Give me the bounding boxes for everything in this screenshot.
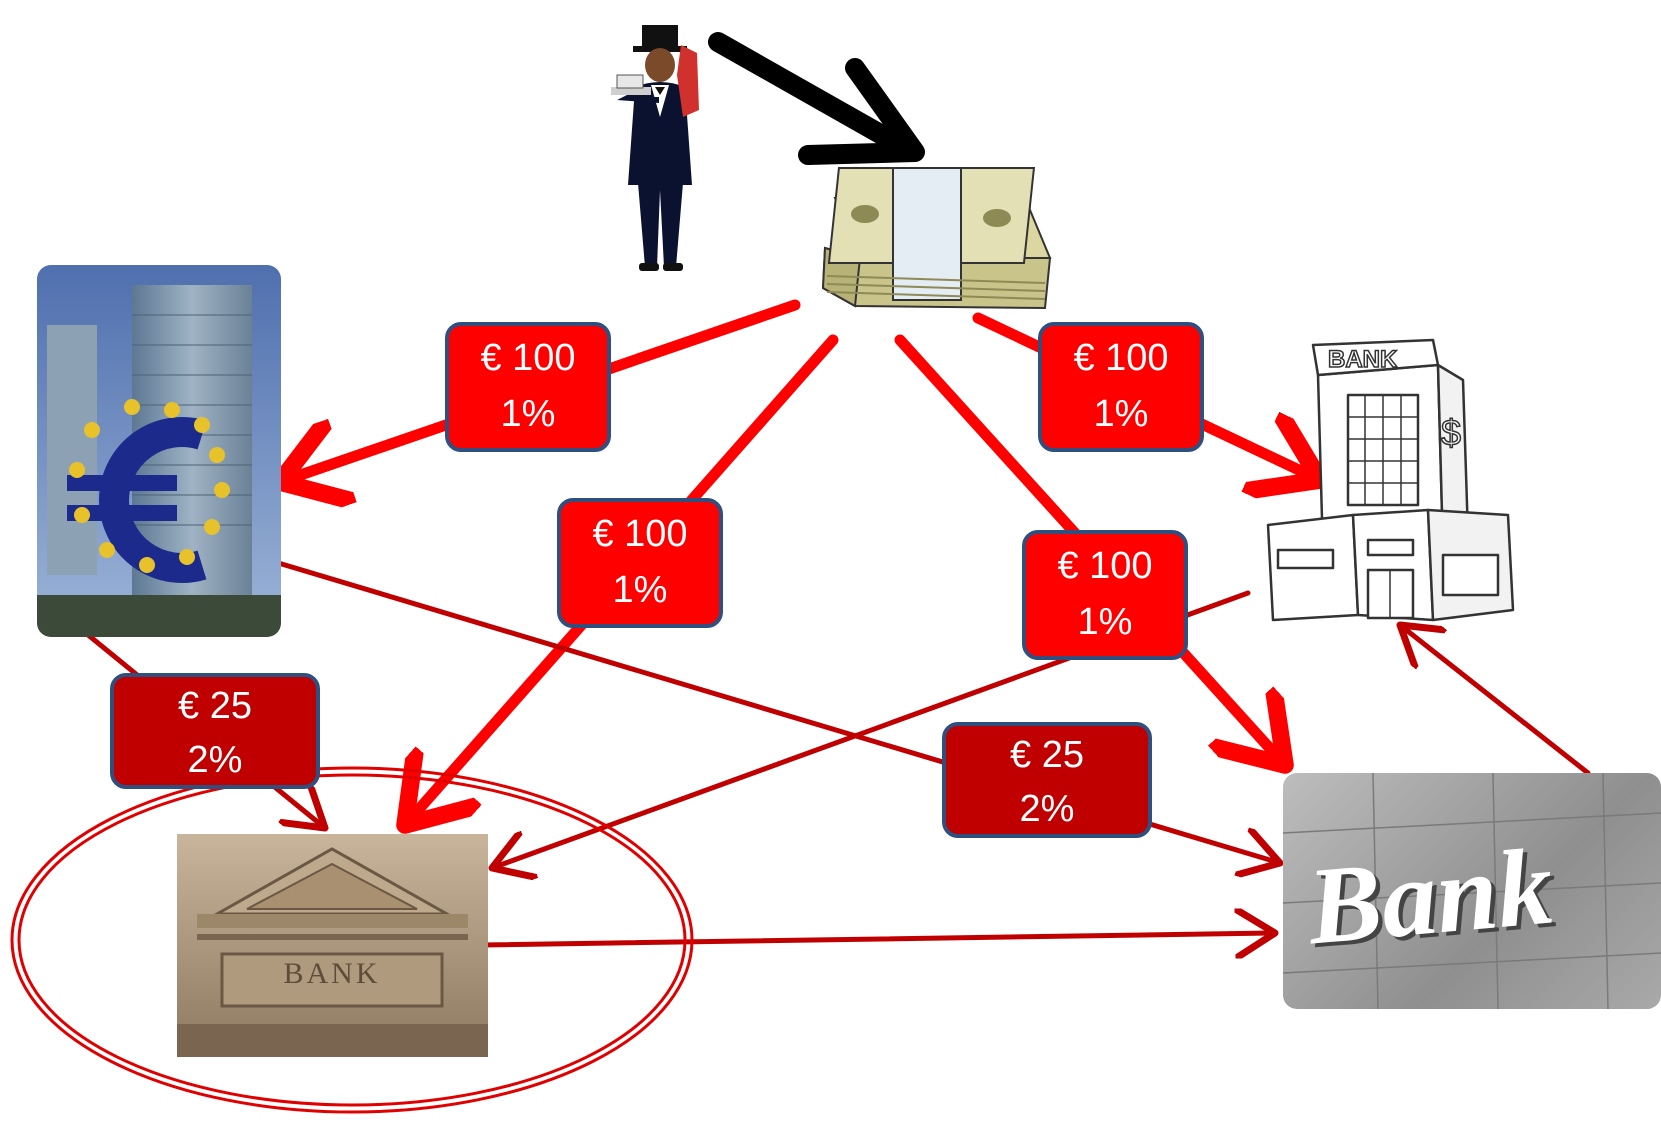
label-rate: 1% xyxy=(500,393,556,435)
svg-text:$: $ xyxy=(1441,412,1461,453)
bank-building-icon: BANK $ xyxy=(1266,338,1515,622)
classic-bank-sign-text: BANK xyxy=(283,957,381,990)
label-money-to-classic-bank: € 100 1% xyxy=(557,498,723,628)
bank-cartoon-sign-text: BANK xyxy=(1328,346,1398,373)
arrow-bank-sign-to-cartoon-bank xyxy=(1400,625,1591,776)
label-amount: € 100 xyxy=(480,337,576,379)
label-amount: € 25 xyxy=(1010,734,1084,776)
money-stack-icon xyxy=(821,167,1052,310)
label-amount: € 25 xyxy=(178,685,252,727)
label-money-to-cartoon-bank: € 100 1% xyxy=(1038,322,1204,452)
label-amount: € 100 xyxy=(592,513,688,555)
bank-wall-sign-icon: Bank xyxy=(1283,773,1661,1009)
arrow-lender-to-money xyxy=(708,32,925,165)
label-ecb-to-bank-sign: € 25 2% xyxy=(942,722,1152,838)
euro-tower-icon xyxy=(37,265,281,637)
label-rate: 1% xyxy=(1093,393,1149,435)
bank-wall-sign-text: Bank xyxy=(1303,824,1558,968)
label-rate: 1% xyxy=(612,569,668,611)
label-amount: € 100 xyxy=(1057,545,1153,587)
classic-bank-facade-icon: BANK xyxy=(177,834,488,1057)
label-money-to-bank-sign: € 100 1% xyxy=(1022,530,1188,660)
label-rate: 1% xyxy=(1077,601,1133,643)
highlight-ellipse xyxy=(10,766,694,1114)
label-rate: 2% xyxy=(187,739,243,781)
gentleman-with-money-icon xyxy=(611,25,699,271)
label-money-to-ecb: € 100 1% xyxy=(445,322,611,452)
label-rate: 2% xyxy=(1019,788,1075,830)
arrow-classic-bank-to-bank-sign xyxy=(479,933,1275,945)
label-ecb-to-classic-bank: € 25 2% xyxy=(110,673,320,789)
label-amount: € 100 xyxy=(1073,337,1169,379)
